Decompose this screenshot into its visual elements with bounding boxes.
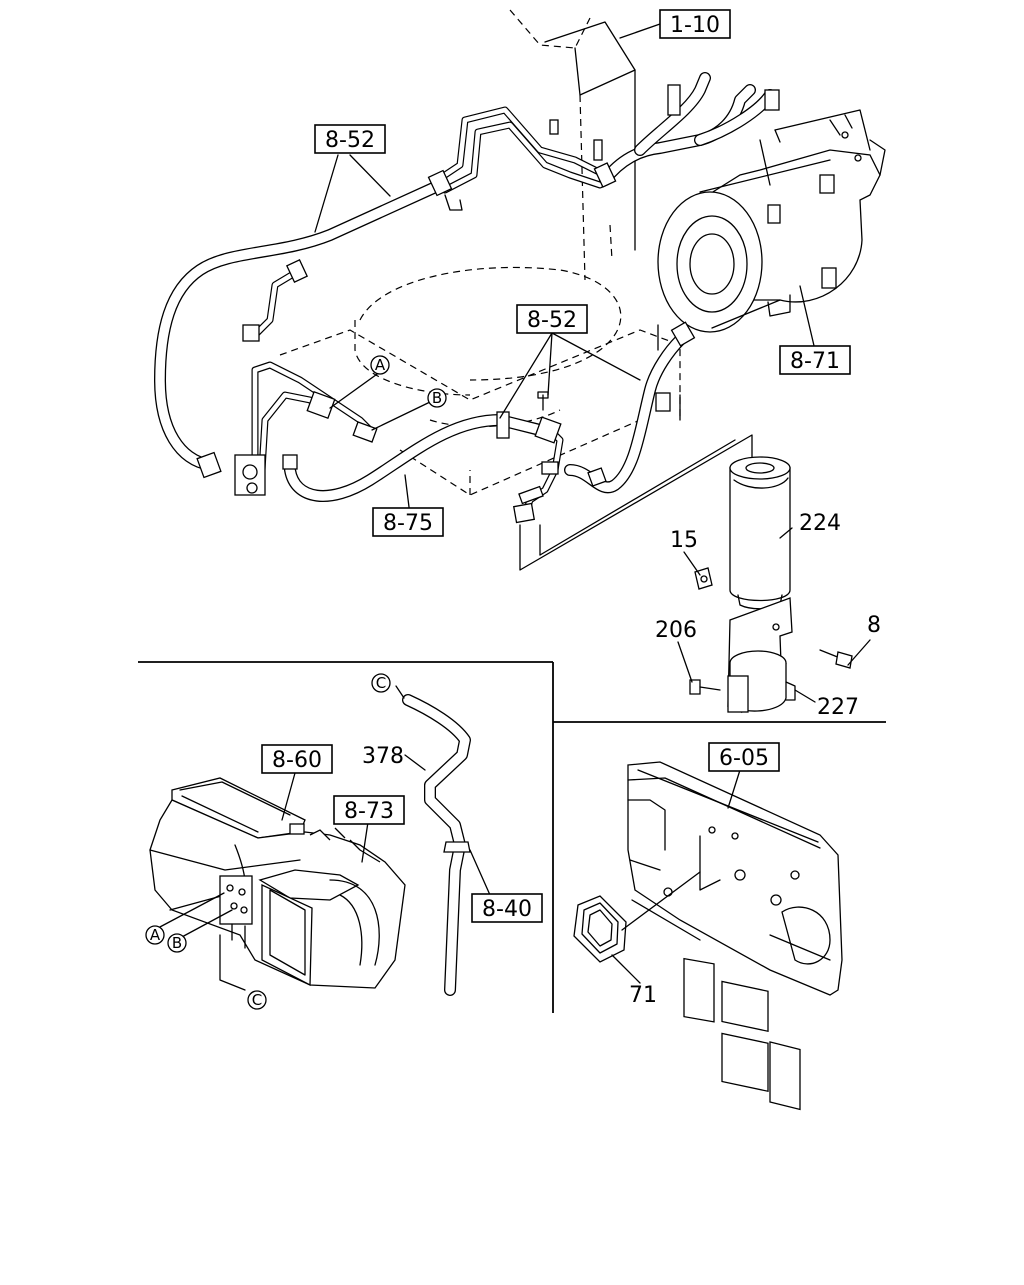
drain-hose <box>395 685 491 996</box>
connector-b-bottom: B <box>167 933 187 953</box>
pipe-assembly-lower <box>251 334 686 519</box>
hose-assembly-upper <box>154 72 776 471</box>
ref-box-8-60: 8-60 <box>261 744 333 774</box>
ref-box-8-73: 8-73 <box>333 795 405 825</box>
ref-label-1-10: 1-10 <box>670 13 720 38</box>
connector-a-top: A <box>370 355 390 375</box>
leader-lines-bottom-right <box>611 769 741 984</box>
connector-c-bottom-label: C <box>252 991 262 1009</box>
ref-box-8-40: 8-40 <box>471 893 543 923</box>
ref-label-8-73: 8-73 <box>344 799 394 824</box>
connector-b-bottom-label: B <box>172 934 182 952</box>
receiver-drier <box>519 434 791 610</box>
part-label-71: 71 <box>629 983 657 1008</box>
part-label-227: 227 <box>817 695 859 720</box>
engine-block-outline <box>279 266 681 496</box>
part-label-15: 15 <box>670 528 698 553</box>
connector-c-top-label: C <box>376 674 386 692</box>
ref-label-8-40: 8-40 <box>482 897 532 922</box>
ref-box-8-75: 8-75 <box>372 507 444 537</box>
section-dividers <box>138 661 886 1013</box>
part-label-206: 206 <box>655 618 697 643</box>
ref-label-6-05: 6-05 <box>719 746 769 771</box>
part-label-378: 378 <box>362 744 404 769</box>
compressor <box>657 109 886 333</box>
connector-b-top-label: B <box>432 389 442 407</box>
connector-a-top-label: A <box>375 356 386 374</box>
connector-a-bottom-label: A <box>150 926 161 944</box>
connector-c-top: C <box>371 673 391 693</box>
ref-label-8-52-top: 8-52 <box>325 128 375 153</box>
connector-a-bottom: A <box>145 925 165 945</box>
dash-panel <box>627 761 843 1111</box>
part-label-224: 224 <box>799 511 841 536</box>
ref-label-8-71: 8-71 <box>790 349 840 374</box>
leader-lines-top <box>314 23 871 703</box>
ref-box-1-10: 1-10 <box>659 9 731 39</box>
connector-c-bottom: C <box>247 990 267 1010</box>
heater-unit <box>149 777 406 991</box>
part-label-8: 8 <box>867 613 881 638</box>
fasteners <box>689 567 853 695</box>
leader-lines-bottom-left <box>157 772 369 939</box>
ref-label-8-52-mid: 8-52 <box>527 308 577 333</box>
grommet <box>573 895 627 963</box>
ref-label-8-75: 8-75 <box>383 511 433 536</box>
ref-box-8-52-mid: 8-52 <box>516 304 588 334</box>
pipe-assembly-upper <box>251 106 609 339</box>
ref-box-8-71: 8-71 <box>779 345 851 375</box>
drier-bracket <box>727 597 796 714</box>
connector-b-top: B <box>427 388 447 408</box>
fittings <box>196 84 780 524</box>
ref-label-8-60: 8-60 <box>272 748 322 773</box>
ref-box-8-52-top: 8-52 <box>314 124 386 154</box>
ref-box-6-05: 6-05 <box>708 742 780 772</box>
